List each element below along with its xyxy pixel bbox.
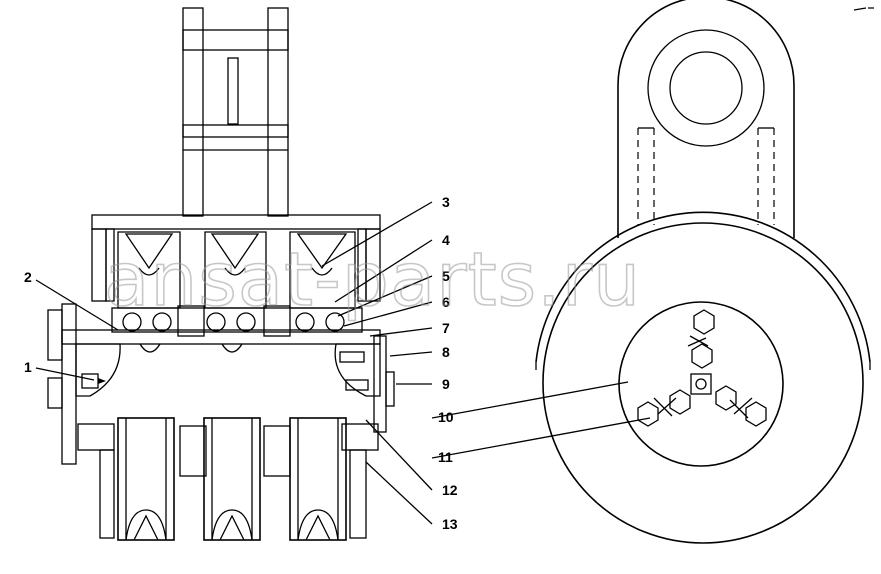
callout-11: 11	[438, 449, 453, 465]
callout-3: 3	[442, 194, 450, 210]
section-view	[47, 7, 395, 541]
watermark: ansat-parts.ru	[104, 237, 641, 323]
callout-2: 2	[24, 269, 32, 285]
hanger-plate-right	[267, 7, 289, 217]
hanger-pin	[227, 57, 239, 125]
lower-housing	[77, 423, 115, 451]
lower-sheave-1	[117, 417, 175, 541]
side-hanger-eye-inner	[669, 51, 743, 125]
bearing-row	[111, 305, 363, 337]
callout-7: 7	[442, 320, 450, 336]
hanger-crossbar-mid	[182, 124, 289, 138]
callout-labels: 1 2 3 4 5 6 7 8 9 10 11 12 13	[24, 194, 458, 532]
lower-sheave-3	[289, 417, 347, 541]
callout-10: 10	[438, 409, 454, 425]
bolt-group-right	[715, 385, 767, 427]
lower-sheave-2	[203, 417, 261, 541]
callout-6: 6	[442, 294, 450, 310]
callout-9: 9	[442, 376, 450, 392]
side-guard	[535, 211, 871, 363]
hanger-crossbar-top	[182, 29, 289, 51]
callout-13: 13	[442, 516, 458, 532]
upper-housing	[91, 214, 381, 230]
axle-cup-left	[75, 343, 121, 397]
hanger-plate-left	[182, 7, 204, 217]
side-disk	[542, 222, 864, 544]
callout-12: 12	[442, 482, 458, 498]
bolt-group-top	[687, 309, 715, 369]
callout-4: 4	[442, 232, 450, 248]
leader-lines	[35, 201, 651, 525]
side-hanger-eye-outer	[647, 29, 765, 147]
callout-5: 5	[442, 268, 450, 284]
side-hanger	[617, 0, 795, 238]
axle-cup-right	[334, 343, 381, 397]
bolt-group-left	[637, 389, 691, 427]
callout-1: 1	[24, 359, 32, 375]
side-center-nut	[690, 373, 712, 395]
callout-8: 8	[442, 344, 450, 360]
